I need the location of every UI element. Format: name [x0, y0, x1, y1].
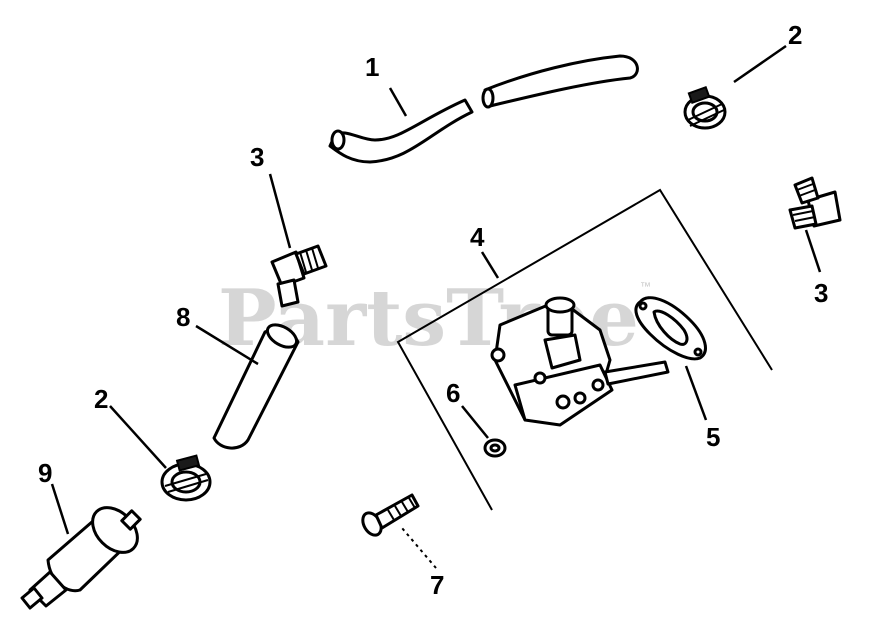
callout-5: 5 [706, 422, 720, 452]
callout-2-lower: 2 [94, 384, 108, 414]
callout-8: 8 [176, 302, 190, 332]
elbow-fitting-left[interactable] [270, 244, 328, 308]
short-fuel-hose[interactable] [212, 320, 300, 450]
callout-9: 9 [38, 458, 52, 488]
callout-2-upper: 2 [788, 20, 802, 50]
callout-1: 1 [365, 52, 379, 82]
leader-lines [50, 44, 822, 569]
watermark-trademark: ™ [640, 281, 651, 293]
fuel-hose-upper[interactable] [328, 54, 639, 164]
callouts: 1 2 2 3 3 4 5 6 7 8 9 [38, 20, 828, 600]
fuel-pump[interactable] [490, 296, 670, 427]
washer[interactable] [483, 438, 507, 458]
callout-6: 6 [446, 378, 460, 408]
callout-3-left: 3 [250, 142, 264, 172]
elbow-fitting-right[interactable] [788, 176, 842, 230]
assembly-frame [396, 188, 773, 511]
hose-clamp-upper[interactable] [683, 85, 727, 130]
callout-7: 7 [430, 570, 444, 600]
fuel-filter[interactable] [20, 499, 146, 610]
pump-gasket[interactable] [634, 296, 707, 361]
hose-clamp-lower[interactable] [160, 454, 212, 502]
callout-4: 4 [470, 222, 485, 252]
callout-3-right: 3 [814, 278, 828, 308]
mounting-screw[interactable] [359, 493, 420, 538]
